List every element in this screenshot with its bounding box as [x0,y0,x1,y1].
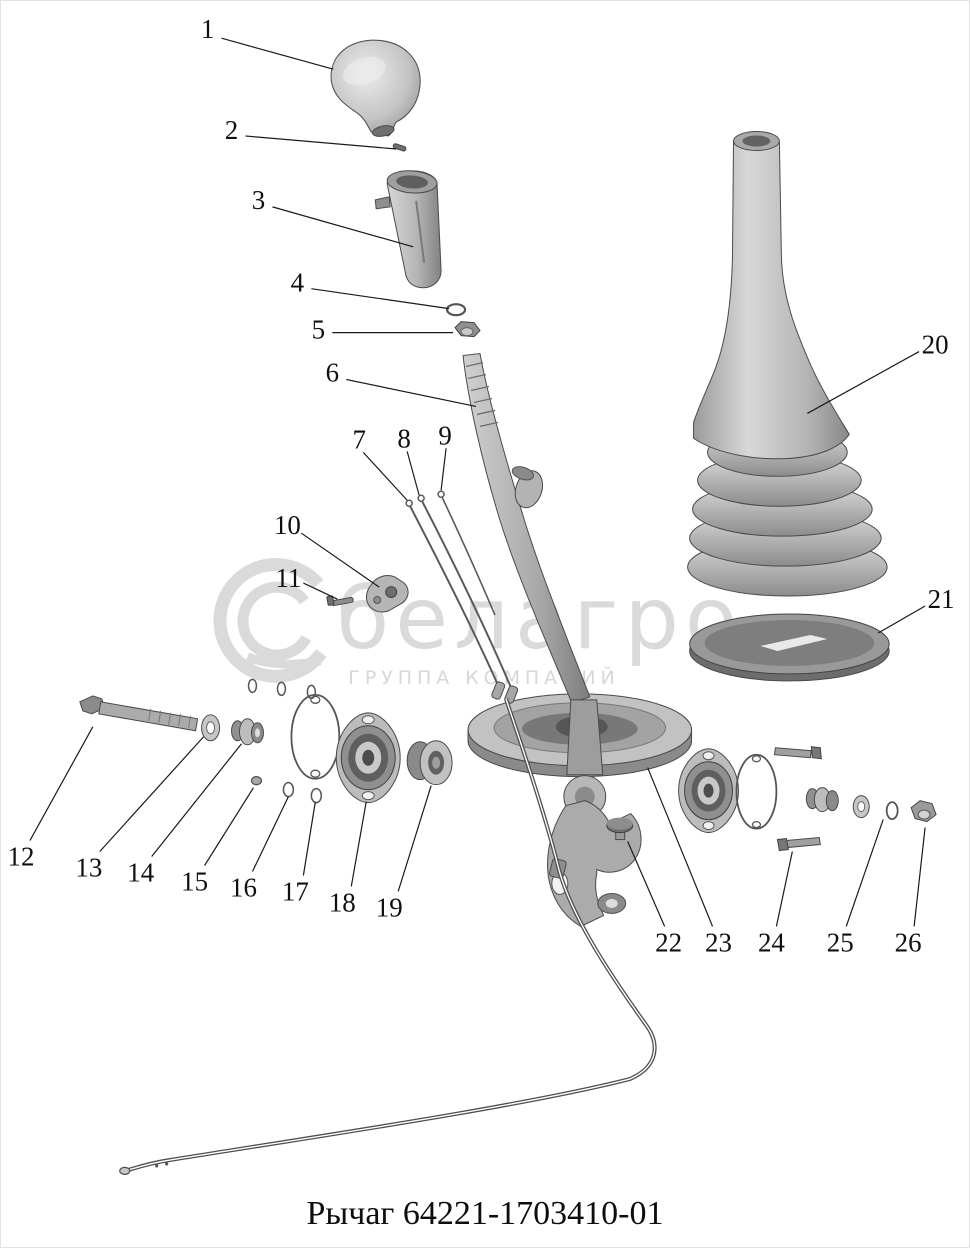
part-number-5: 5 [312,315,325,345]
part-rubber-boot [687,131,888,597]
part-number-18: 18 [329,887,356,917]
part-number-16: 16 [230,872,257,902]
part-number-12: 12 [7,842,34,872]
part-number-26: 26 [895,927,922,957]
part-number-2: 2 [225,115,238,145]
part-bolt-lower-right [776,837,821,852]
leader-line-13 [99,736,205,852]
part-number-17: 17 [282,876,309,906]
leader-line-22 [627,841,666,927]
part-bearing-housing-right [678,748,739,834]
part-pin [392,143,407,152]
leader-line-14 [151,743,242,857]
leader-line-6 [346,378,477,408]
leader-line-17 [302,801,316,876]
leader-line-24 [775,851,793,927]
part-number-24: 24 [758,927,785,957]
part-number-11: 11 [275,563,301,593]
leader-line-16 [251,796,289,872]
part-shift-rod [119,698,657,1175]
part-clamp-bolt [326,595,354,607]
leader-line-3 [272,206,414,248]
part-ring-right [885,801,899,820]
watermark-subtitle: ГРУППА КОМПАНИЙ [348,666,619,689]
leader-line-11 [303,582,338,600]
part-number-7: 7 [353,424,366,454]
part-cap [606,817,634,841]
part-clamp [365,575,409,613]
leader-line-19 [397,785,432,892]
leader-line-25 [845,819,884,927]
leader-line-12 [29,726,94,841]
part-cables [405,490,513,693]
leader-line-10 [301,532,380,588]
part-bearing-housing-left [335,712,401,804]
leader-line-20 [807,351,920,414]
part-number-9: 9 [438,420,451,450]
part-washer-right [852,795,870,819]
part-number-3: 3 [252,185,265,215]
part-number-1: 1 [201,14,214,44]
part-shift-knob [330,39,421,137]
leader-line-9 [440,448,447,491]
part-nut-top [454,321,481,338]
part-bolt-long [79,695,199,732]
part-washer-left [201,714,221,742]
part-gasket-left [290,693,341,780]
part-number-23: 23 [705,927,732,957]
part-cable-fittings [491,681,519,704]
part-nut-right [910,800,937,823]
leader-line-26 [913,827,926,927]
drawing-title: Рычаг 64221-1703410-01 [306,1195,664,1232]
leader-line-4 [311,288,450,310]
part-bushing-left [231,718,264,746]
part-snap-ring [445,303,467,317]
part-number-22: 22 [655,927,682,957]
part-number-4: 4 [291,268,305,298]
leader-line-2 [245,135,397,150]
part-number-21: 21 [928,584,955,614]
leader-line-1 [221,37,334,70]
leader-line-8 [406,451,420,496]
part-number-20: 20 [922,330,949,360]
part-number-15: 15 [181,866,208,896]
part-gasket-right [735,753,778,830]
leader-line-7 [362,451,408,501]
leader-line-23 [647,767,714,927]
part-number-25: 25 [827,927,854,957]
part-small-washers [247,678,323,804]
part-number-8: 8 [397,423,410,453]
leader-line-18 [350,801,367,887]
part-bushing-roller [406,740,453,786]
part-tube [374,170,442,289]
leader-line-15 [204,787,254,866]
leader-line-21 [877,605,926,634]
part-bolt-upper-right [773,746,822,760]
part-number-19: 19 [376,892,403,922]
part-number-14: 14 [127,857,154,887]
part-number-13: 13 [75,852,102,882]
part-number-6: 6 [326,358,339,388]
part-cover-plate [689,613,890,682]
part-number-10: 10 [274,510,301,540]
part-bushing-right [805,787,839,813]
